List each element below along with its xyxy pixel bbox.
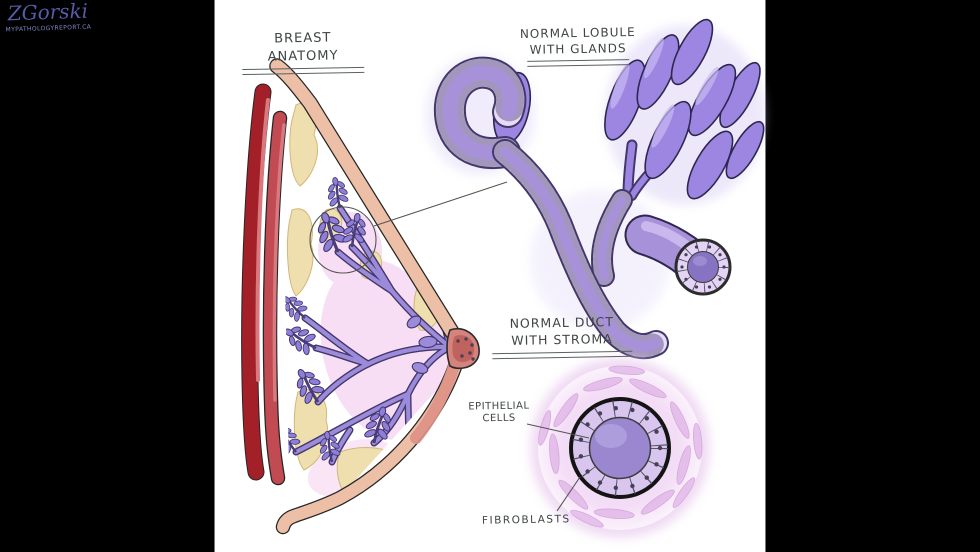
- epithelial-cells-callout: EPITHELIAL CELLS: [468, 400, 530, 425]
- epithelial-callout-line1: EPITHELIAL: [468, 400, 530, 413]
- duct-lumen: [588, 416, 652, 480]
- cut-duct: [624, 214, 732, 296]
- lobule-label: NORMAL LOBULE WITH GLANDS: [514, 24, 643, 68]
- pectoral-muscle-layer: [241, 83, 288, 486]
- cut-duct-nuclei: [680, 245, 726, 289]
- breast-cross-section-figure: [241, 58, 508, 535]
- cell-lined-duct: [433, 56, 669, 360]
- artist-name: ZGorski: [7, 0, 89, 26]
- lobule-label-line2: WITH GLANDS: [529, 41, 627, 58]
- duct-label-line2: WITH STROMA: [511, 330, 613, 348]
- breast-anatomy-title-text: BREAST ANATOMY: [267, 30, 339, 65]
- fibroblasts-callout: FIBROBLASTS: [482, 512, 571, 528]
- skin-layer: [269, 58, 464, 535]
- epithelial-nuclei: [578, 406, 663, 490]
- lobule-figure: [425, 18, 765, 360]
- epithelial-callout-line2: CELLS: [482, 412, 516, 425]
- fibroblasts-callout-text: FIBROBLASTS: [481, 513, 571, 527]
- nipple: [446, 327, 480, 370]
- epithelial-pointer-line: [526, 423, 590, 439]
- duct-stroma-figure: [526, 358, 710, 538]
- fibroblast-ring: [538, 365, 703, 528]
- artist-signature: ZGorski MYPATHOLOGYREPORT.CA: [0, 0, 97, 34]
- fibroblasts-pointer-line: [556, 476, 581, 512]
- duct-label: NORMAL DUCT WITH STROMA: [490, 314, 635, 359]
- lobule-connector-line: [373, 181, 508, 227]
- lobule-highlight-circle: [309, 206, 377, 274]
- breast-anatomy-title: BREAST ANATOMY: [238, 29, 369, 76]
